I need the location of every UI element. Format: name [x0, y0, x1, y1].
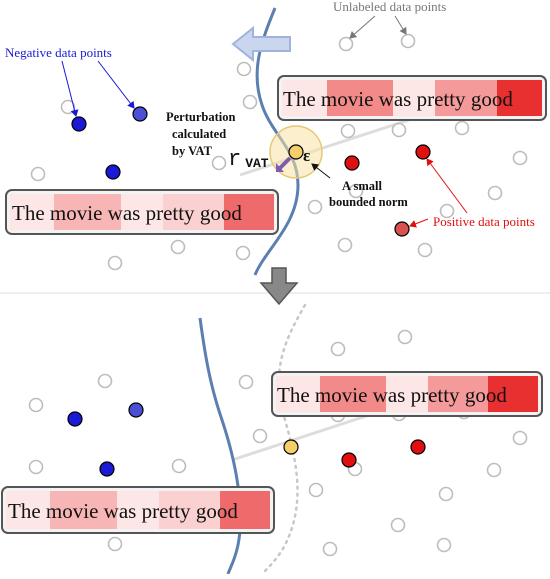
perturbation-label: Perturbation calculated by VAT: [166, 110, 239, 158]
positive-arrow: [409, 218, 429, 228]
sentence-box-top-right: [277, 75, 547, 121]
sentence-box-bottom-left: [1, 486, 275, 534]
positive-point: [415, 144, 431, 160]
positive-point: [341, 452, 357, 468]
norm-arrow: [311, 163, 331, 179]
negative-point: [105, 164, 121, 180]
sentence-top-right: The movie was pretty good: [283, 87, 513, 111]
positive-arrow: [426, 158, 468, 214]
down-arrow-icon: [259, 267, 299, 306]
negative-point: [132, 106, 148, 122]
sentence-top-left: The movie was pretty good: [12, 201, 242, 225]
negative-point: [71, 116, 87, 132]
decision-boundary-bottom: [198, 317, 242, 575]
unlabeled-arrow: [349, 15, 376, 39]
sentence-box-top-left: [5, 189, 279, 235]
positive-label: Positive data points: [433, 214, 535, 229]
sentence-bottom-right: The movie was pretty good: [277, 383, 507, 407]
negative-arrow: [97, 60, 135, 109]
sentence-bottom-left: The movie was pretty good: [8, 499, 238, 523]
unlabeled-label: Unlabeled data points: [333, 0, 446, 14]
negative-arrow: [61, 60, 79, 117]
negative-point: [67, 411, 83, 427]
positive-point: [394, 221, 410, 237]
negative-point: [128, 402, 144, 418]
shift-arrow-icon: [231, 25, 291, 63]
rvat-label: r VAT: [228, 147, 269, 172]
epsilon-label: ε: [303, 146, 310, 165]
positive-point: [410, 439, 426, 455]
negative-point: [99, 461, 115, 477]
negative-label: Negative data points: [5, 45, 112, 60]
positive-point: [344, 155, 360, 171]
norm-label: A small bounded norm: [329, 179, 408, 209]
sentence-box-bottom-right: [271, 371, 543, 417]
perturbed-point: [288, 144, 304, 160]
old-boundary-dotted: [260, 303, 307, 576]
unlabeled-arrow: [394, 15, 407, 35]
perturbation-vector-head: [276, 163, 284, 172]
perturbed-point: [283, 439, 299, 455]
